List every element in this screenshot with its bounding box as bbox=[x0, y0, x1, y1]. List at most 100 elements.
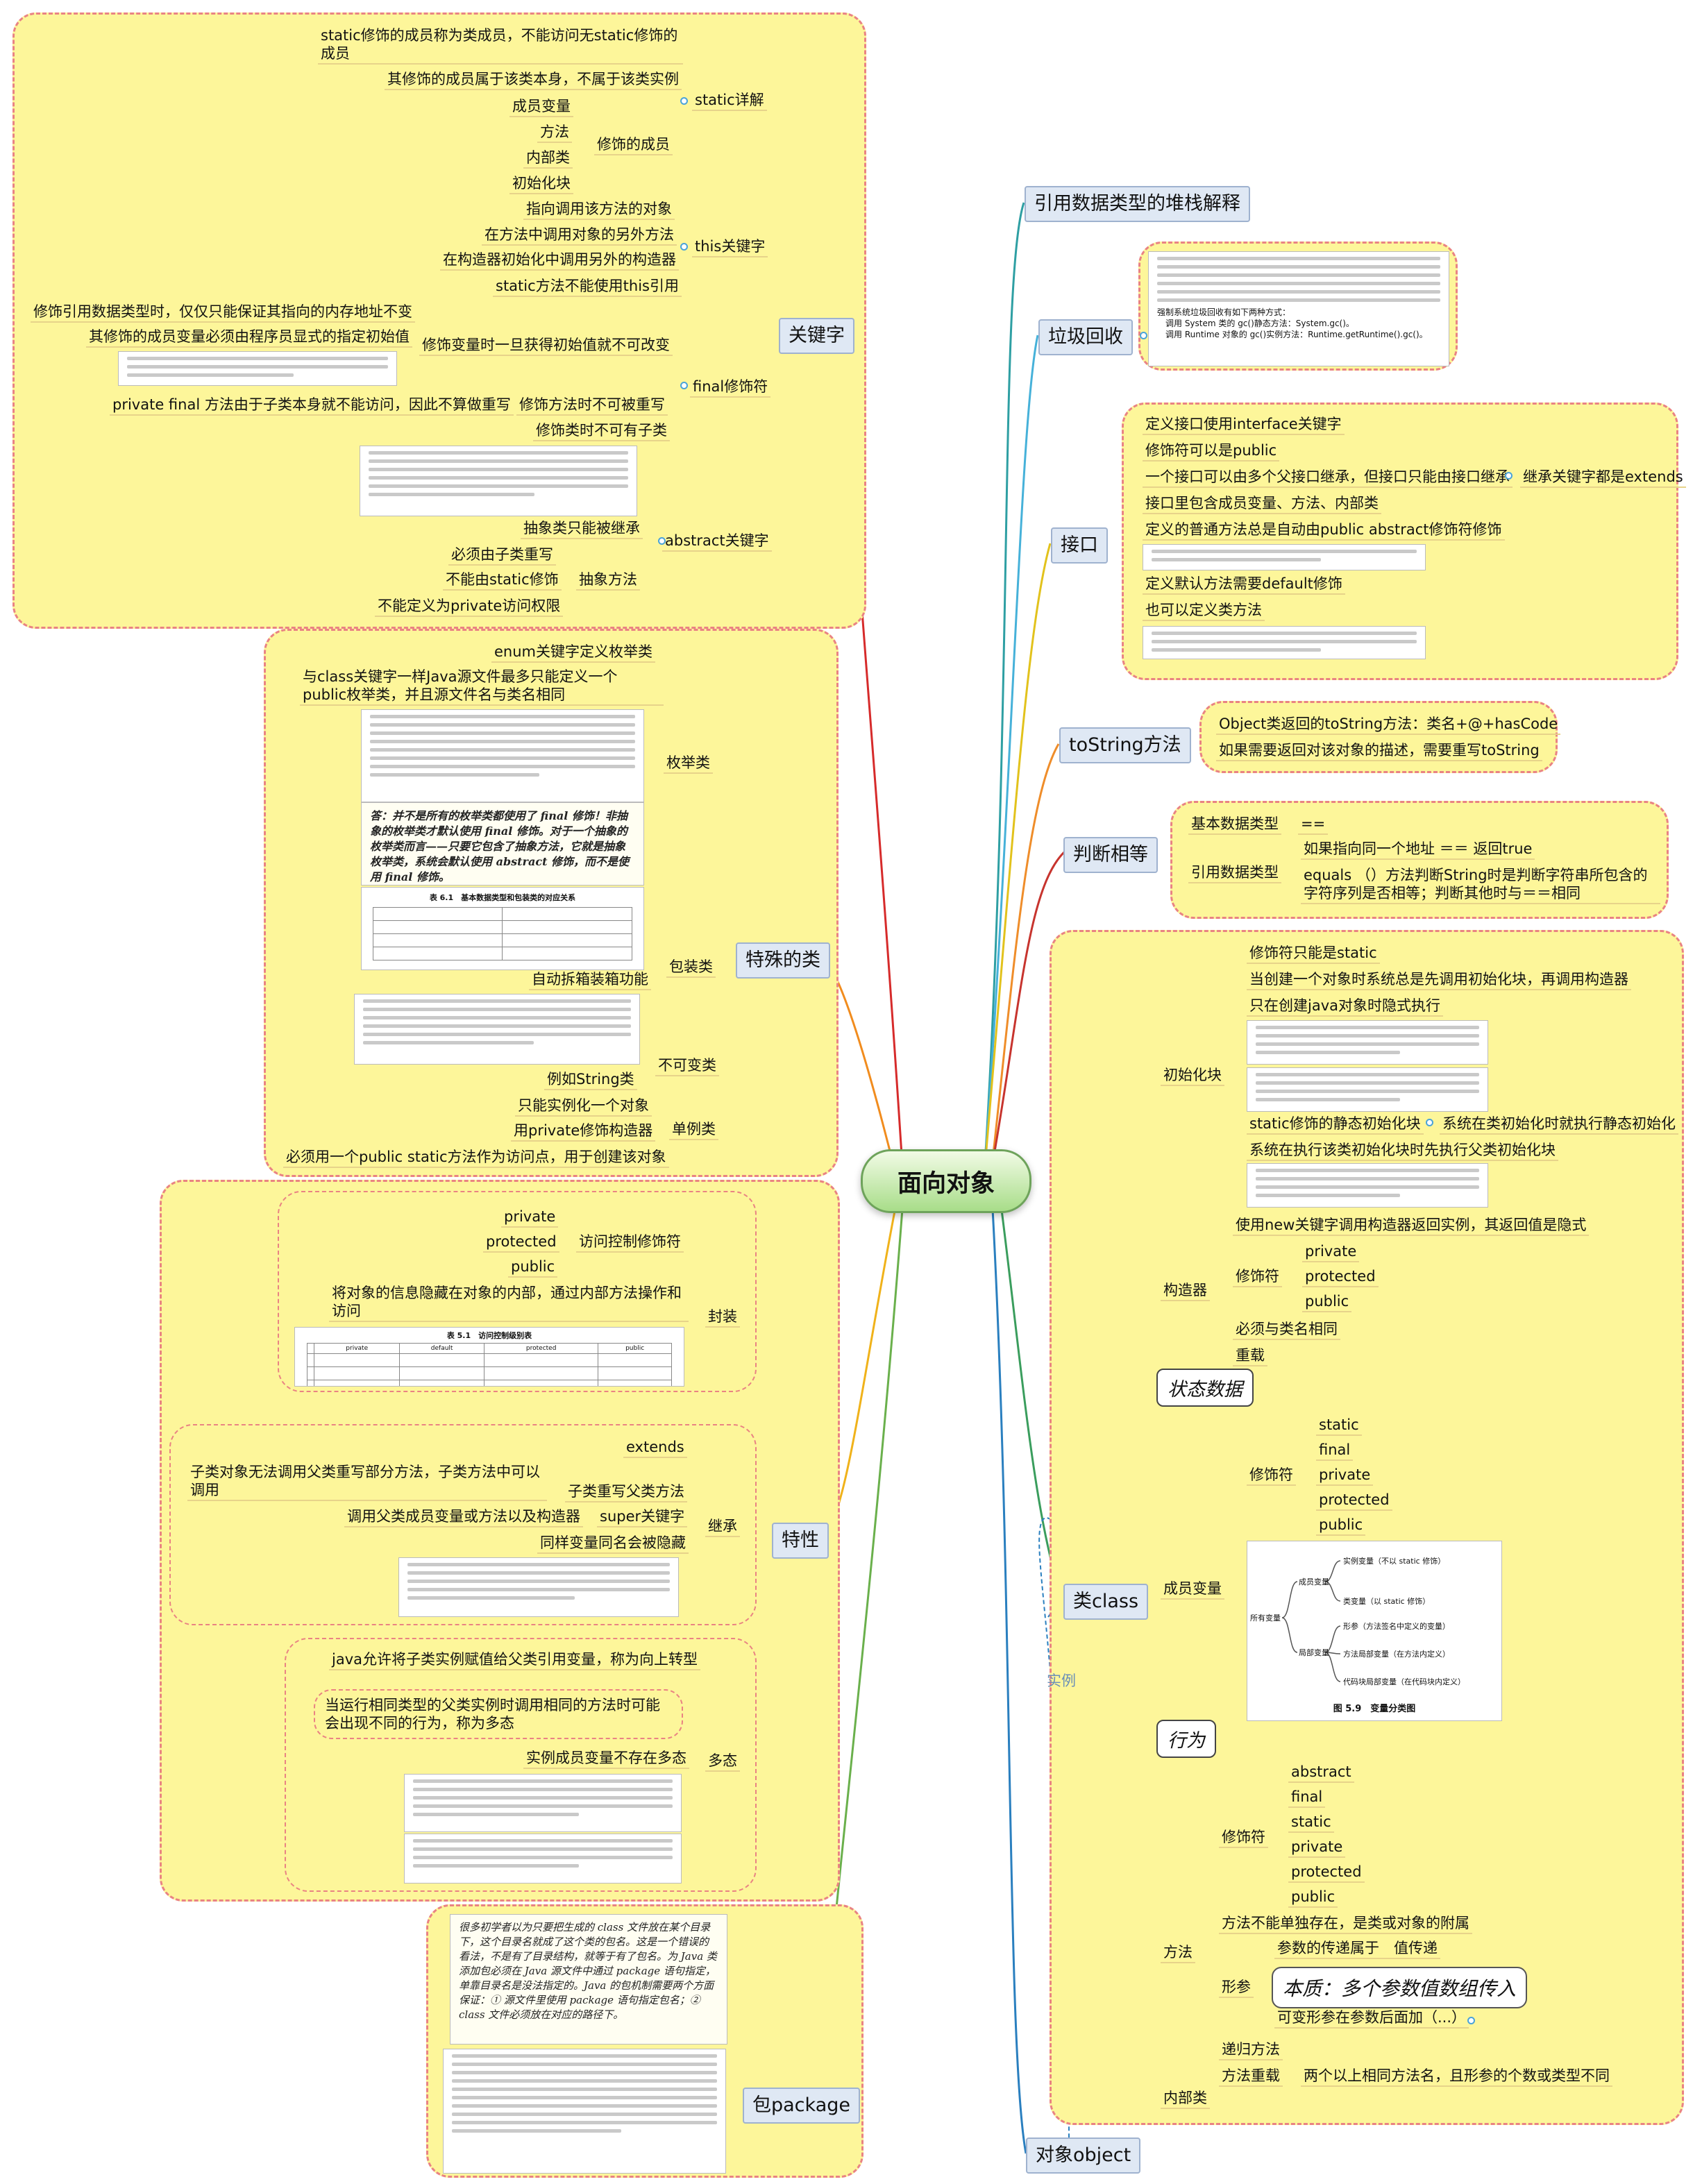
interface-item: 一个接口可以由多个父接口继承，但接口只能由接口继承 bbox=[1143, 468, 1513, 488]
collapse-dot[interactable] bbox=[1467, 2017, 1475, 2024]
encapsulation-label[interactable]: 封装 bbox=[705, 1307, 740, 1328]
inner-class-label[interactable]: 内部类 bbox=[1161, 2089, 1210, 2109]
immutable-label[interactable]: 不可变类 bbox=[655, 1056, 719, 1076]
member-mod-label[interactable]: 修饰符 bbox=[1247, 1466, 1296, 1486]
final-label[interactable]: final修饰符 bbox=[690, 378, 771, 398]
method-mod: public bbox=[1288, 1888, 1338, 1908]
topic-class[interactable]: 类class bbox=[1063, 1584, 1149, 1620]
topic-features[interactable]: 特性 bbox=[772, 1523, 829, 1559]
member-var-label[interactable]: 成员变量 bbox=[1161, 1580, 1224, 1600]
method-param-label[interactable]: 形参 bbox=[1219, 1978, 1254, 1998]
tostring-item: Object类返回的toString方法：类名+@+hasCode bbox=[1216, 715, 1561, 735]
final-class-label: 修饰类时不可有子类 bbox=[533, 421, 670, 441]
collapse-dot[interactable] bbox=[680, 243, 688, 251]
collapse-dot[interactable] bbox=[1505, 472, 1513, 480]
override-label[interactable]: 子类重写父类方法 bbox=[565, 1482, 687, 1502]
singleton-label[interactable]: 单例类 bbox=[669, 1120, 718, 1140]
varargs-essence: 本质：多个参数值数组传入 bbox=[1272, 1967, 1528, 2008]
encapsulation-desc: 将对象的信息隐藏在对象的内部，通过内部方法操作和访问 bbox=[329, 1284, 689, 1322]
access-item: private bbox=[501, 1208, 559, 1228]
this-label[interactable]: this关键字 bbox=[692, 237, 768, 257]
enum-note-image bbox=[361, 709, 644, 802]
static-modified-item: 方法 bbox=[537, 123, 572, 143]
root-topic[interactable]: 面向对象 bbox=[861, 1149, 1031, 1213]
polymorphism-label[interactable]: 多态 bbox=[705, 1752, 740, 1772]
topic-object[interactable]: 对象object bbox=[1026, 2138, 1141, 2174]
collapse-dot[interactable] bbox=[680, 97, 688, 105]
override-note: 子类对象无法调用父类重写部分方法，子类方法中可以调用 bbox=[187, 1463, 547, 1501]
gc-note-line: 调用 Runtime 对象的 gc()实例方法：Runtime.getRunti… bbox=[1165, 330, 1428, 339]
topic-package[interactable]: 包package bbox=[743, 2088, 860, 2124]
collapse-dot[interactable] bbox=[1426, 1119, 1433, 1126]
topic-ref-stack[interactable]: 引用数据类型的堆栈解释 bbox=[1025, 186, 1250, 222]
static-modified-item: 成员变量 bbox=[509, 97, 573, 117]
topic-interface[interactable]: 接口 bbox=[1051, 527, 1108, 564]
tostring-item: 如果需要返回对该对象的描述，需要重写toString bbox=[1216, 741, 1542, 761]
access-item: protected bbox=[483, 1233, 559, 1253]
polymorphism-note-image bbox=[404, 1774, 682, 1832]
interface-item: 也可以定义类方法 bbox=[1143, 601, 1265, 621]
abstract-method-item: 不能由static修饰 bbox=[443, 570, 562, 591]
constructor-new-note: 使用new关键字调用构造器返回实例，其返回值是隐式 bbox=[1233, 1216, 1590, 1236]
access-table-header: protected bbox=[484, 1343, 599, 1354]
topic-special-class[interactable]: 特殊的类 bbox=[736, 942, 830, 979]
static-modified-label[interactable]: 修饰的成员 bbox=[594, 135, 673, 155]
inheritance-hidden: 同样变量同名会被隐藏 bbox=[537, 1534, 689, 1554]
abstract-no-private: 不能定义为private访问权限 bbox=[375, 597, 564, 617]
init-static-label[interactable]: static修饰的静态初始化块 bbox=[1247, 1115, 1424, 1135]
enum-label[interactable]: 枚举类 bbox=[664, 754, 713, 774]
constructor-label[interactable]: 构造器 bbox=[1161, 1281, 1210, 1301]
topic-equality[interactable]: 判断相等 bbox=[1063, 837, 1158, 873]
method-recursion: 递归方法 bbox=[1219, 2040, 1283, 2060]
collapse-dot[interactable] bbox=[680, 382, 688, 389]
access-label[interactable]: 访问控制修饰符 bbox=[576, 1233, 684, 1253]
access-table-caption: 表 5.1 访问控制级别表 bbox=[446, 1331, 532, 1340]
this-item: static方法不能使用this引用 bbox=[493, 277, 682, 297]
immutable-item: 例如String类 bbox=[544, 1070, 637, 1090]
abstract-label[interactable]: abstract关键字 bbox=[662, 532, 772, 552]
interface-item: 接口里包含成员变量、方法、内部类 bbox=[1143, 494, 1381, 514]
enum-handwritten-note: 答：并不是所有的枚举类都使用了 final 修饰！非抽象的枚举类才默认使用 fi… bbox=[361, 802, 644, 886]
method-label[interactable]: 方法 bbox=[1161, 1943, 1195, 1963]
this-item: 在构造器初始化中调用另外的构造器 bbox=[440, 251, 679, 271]
static-label[interactable]: static详解 bbox=[692, 91, 767, 111]
topic-gc[interactable]: 垃圾回收 bbox=[1038, 319, 1133, 355]
branch-gc bbox=[984, 335, 1039, 1156]
branch-object bbox=[991, 1208, 1027, 2154]
equality-basic-label: 基本数据类型 bbox=[1188, 815, 1281, 835]
member-mod: final bbox=[1316, 1441, 1354, 1461]
init-label[interactable]: 初始化块 bbox=[1161, 1066, 1224, 1086]
constructor-overload: 重载 bbox=[1233, 1346, 1267, 1366]
constructor-mod-label[interactable]: 修饰符 bbox=[1233, 1267, 1282, 1287]
interface-note-image bbox=[1143, 544, 1426, 570]
method-overload-label[interactable]: 方法重载 bbox=[1219, 2067, 1283, 2087]
collapse-dot[interactable] bbox=[1140, 332, 1147, 339]
method-mod-label[interactable]: 修饰符 bbox=[1219, 1828, 1268, 1848]
this-item: 在方法中调用对象的另外方法 bbox=[482, 226, 677, 246]
member-mod: static bbox=[1316, 1416, 1362, 1436]
access-table-header: private bbox=[314, 1343, 401, 1354]
collapse-dot[interactable] bbox=[658, 537, 666, 545]
inheritance-label[interactable]: 继承 bbox=[705, 1517, 740, 1537]
abstract-method-label[interactable]: 抽象方法 bbox=[576, 570, 640, 591]
final-method-label[interactable]: 修饰方法时不可被重写 bbox=[516, 396, 668, 416]
final-var-label[interactable]: 修饰变量时一旦获得初始值就不可改变 bbox=[419, 336, 673, 356]
member-mod: protected bbox=[1316, 1491, 1392, 1511]
access-table-header: default bbox=[399, 1343, 485, 1354]
super-label[interactable]: super关键字 bbox=[597, 1507, 688, 1527]
interface-item: 修饰符可以是public bbox=[1143, 441, 1280, 462]
topic-keywords[interactable]: 关键字 bbox=[779, 318, 854, 354]
static-member-note: static修饰的成员称为类成员，不能访问无static修饰的成员 bbox=[318, 26, 683, 65]
init-note-image-2 bbox=[1247, 1067, 1488, 1112]
method-overload-note: 两个以上相同方法名，且形参的个数或类型不同 bbox=[1301, 2067, 1612, 2087]
final-var-item: 修饰引用数据类型时，仅仅只能保证其指向的内存地址不变 bbox=[31, 303, 415, 323]
package-list-image bbox=[443, 2049, 726, 2174]
constructor-mod: protected bbox=[1302, 1267, 1379, 1287]
wrapper-label[interactable]: 包装类 bbox=[666, 958, 716, 978]
topic-tostring[interactable]: toString方法 bbox=[1059, 727, 1191, 763]
init-item: 修饰符只能是static bbox=[1247, 944, 1380, 964]
access-table-image: 表 5.1 访问控制级别表 private default protected … bbox=[294, 1327, 684, 1387]
method-mod: private bbox=[1288, 1838, 1346, 1858]
abstract-method-item: 必须由子类重写 bbox=[448, 545, 556, 566]
constructor-same-name: 必须与类名相同 bbox=[1233, 1320, 1340, 1340]
